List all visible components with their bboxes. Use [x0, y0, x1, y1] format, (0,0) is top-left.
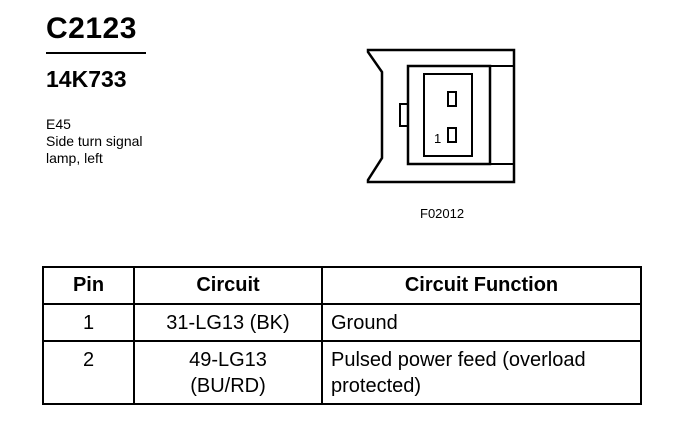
pin-1-label: 1: [434, 131, 441, 146]
connector-id: C2123: [46, 12, 137, 46]
pin-housing: [406, 64, 492, 166]
pin-table: Pin Circuit Circuit Function 1 31-LG13 (…: [42, 266, 642, 405]
column-header-circuit: Circuit: [133, 266, 323, 305]
figure-id: F02012: [420, 206, 465, 221]
function-cell: Ground: [321, 303, 642, 342]
key-notch: [399, 103, 408, 127]
function-line: Ground: [331, 312, 398, 334]
pin-cell: 1: [42, 303, 135, 342]
connector-description: E45 Side turn signal lamp, left: [46, 116, 143, 167]
function-line: protected): [331, 375, 422, 397]
circuit-cell: 49-LG13 (BU/RD): [133, 340, 323, 405]
connector-id-text: C2123: [46, 12, 137, 45]
pin-cavity-block: [423, 73, 473, 157]
circuit-line: 49-LG13: [189, 349, 267, 371]
connector-face-diagram: 1: [366, 48, 516, 184]
connector-housing: [366, 48, 516, 184]
function-cell: Pulsed power feed (overload protected): [321, 340, 642, 405]
table-row: 1 31-LG13 (BK) Ground: [42, 303, 642, 342]
pin-1-terminal: [447, 127, 457, 143]
table-row: 2 49-LG13 (BU/RD) Pulsed power feed (ove…: [42, 340, 642, 405]
title-underline: [46, 52, 146, 54]
description-line: E45: [46, 116, 71, 132]
circuit-cell: 31-LG13 (BK): [133, 303, 323, 342]
pin-2-terminal: [447, 91, 457, 107]
latch-tab: [489, 65, 515, 165]
description-line: Side turn signal: [46, 133, 143, 149]
circuit-line: (BU/RD): [190, 375, 266, 397]
pin-cell: 2: [42, 340, 135, 405]
part-number: 14K733: [46, 66, 127, 92]
description-line: lamp, left: [46, 150, 103, 166]
table-header-row: Pin Circuit Circuit Function: [42, 266, 642, 305]
column-header-circuit-function: Circuit Function: [321, 266, 642, 305]
function-line: Pulsed power feed (overload: [331, 349, 586, 371]
circuit-line: 31-LG13 (BK): [166, 312, 290, 334]
column-header-pin: Pin: [42, 266, 135, 305]
